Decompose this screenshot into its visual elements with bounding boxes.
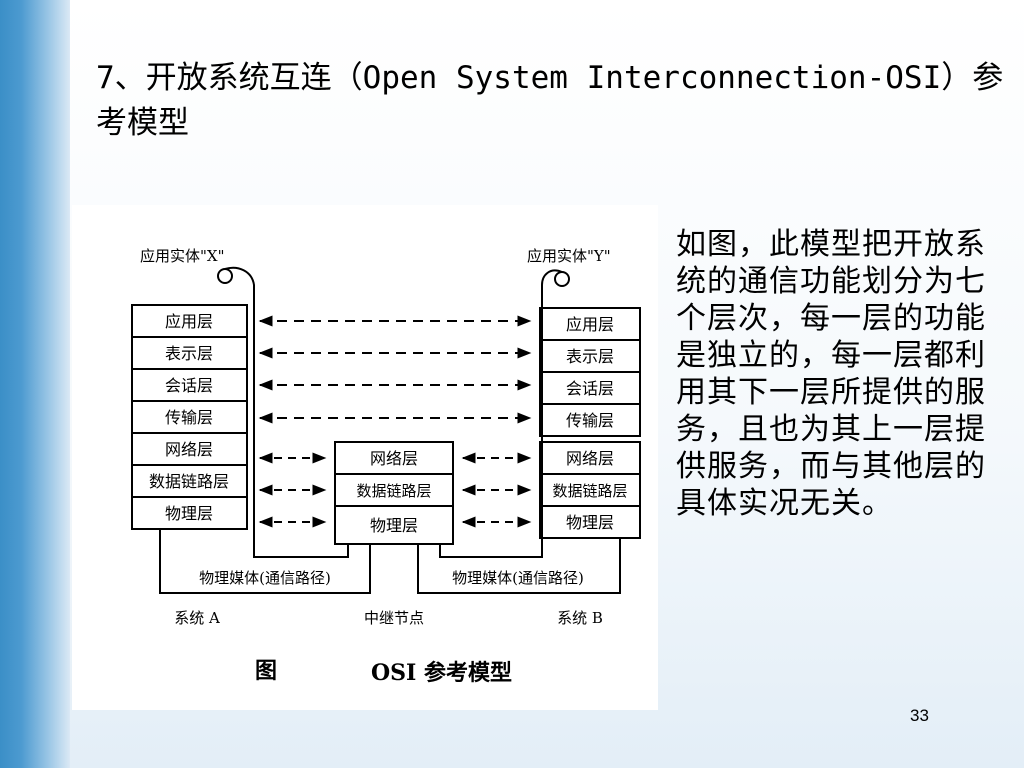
system-a-layer: 会话层: [165, 376, 213, 395]
data-path-a: [253, 297, 349, 558]
entity-y-lead-line: [541, 269, 563, 297]
relay-layer: 网络层: [370, 449, 418, 468]
system-b-layer: 数据链路层: [552, 482, 627, 500]
entity-y-sap-icon: [554, 271, 570, 287]
osi-diagram-svg: 应用实体"X" 应用实体"Y" 应用层 表示层 会话层 传输层 网络层 数据链路…: [131, 247, 641, 686]
system-a-layer: 表示层: [165, 344, 213, 363]
slide-title: 7、开放系统互连（Open System Interconnection-OSI…: [96, 60, 1004, 141]
system-a-layer: 传输层: [165, 408, 213, 427]
system-a-layer: 网络层: [165, 440, 213, 459]
peer-arrows-upper: [258, 315, 532, 424]
relay-layer: 物理层: [370, 516, 418, 535]
entity-x-label: 应用实体"X": [140, 247, 224, 265]
system-b-layer: 网络层: [566, 449, 614, 468]
system-b-layer: 传输层: [566, 411, 614, 430]
system-b-layer: 应用层: [566, 315, 614, 334]
medium-bracket-left: [159, 529, 371, 594]
left-decor-band: [0, 0, 70, 768]
relay-node-label: 中继节点: [364, 609, 424, 627]
slide-body-text: 如图，此模型把开放系统的通信功能划分为七个层次，每一层的功能是独立的，每一层都利…: [676, 227, 986, 521]
medium-left-label: 物理媒体(通信路径): [199, 569, 331, 587]
system-b-stack: 应用层 表示层 会话层 传输层 网络层 数据链路层 物理层: [539, 307, 641, 539]
entity-y-label: 应用实体"Y": [527, 247, 611, 265]
medium-bracket-right: [417, 538, 621, 594]
system-b-layer: 表示层: [566, 347, 614, 366]
system-a-layer: 物理层: [165, 504, 213, 523]
system-a-layer: 数据链路层: [149, 472, 229, 491]
osi-diagram: 应用实体"X" 应用实体"Y" 应用层 表示层 会话层 传输层 网络层 数据链路…: [72, 205, 658, 710]
data-path-b: [439, 297, 543, 558]
medium-right-label: 物理媒体(通信路径): [452, 569, 584, 587]
page-number: 33: [910, 706, 929, 725]
figure-label: 图: [255, 658, 277, 684]
system-b-layer: 物理层: [566, 513, 614, 532]
system-a-label: 系统 A: [174, 609, 220, 627]
entity-x-sap-icon: [217, 268, 233, 284]
relay-layer: 数据链路层: [356, 482, 431, 500]
entity-x-lead-line: [224, 266, 255, 297]
system-a-stack: 应用层 表示层 会话层 传输层 网络层 数据链路层 物理层: [131, 304, 248, 530]
peer-arrows-lower: [258, 452, 532, 528]
figure-caption: OSI 参考模型: [371, 660, 512, 686]
system-b-layer: 会话层: [566, 379, 614, 398]
system-a-layer: 应用层: [165, 312, 213, 331]
relay-node-stack: 网络层 数据链路层 物理层: [334, 441, 454, 545]
system-b-label: 系统 B: [557, 609, 603, 627]
